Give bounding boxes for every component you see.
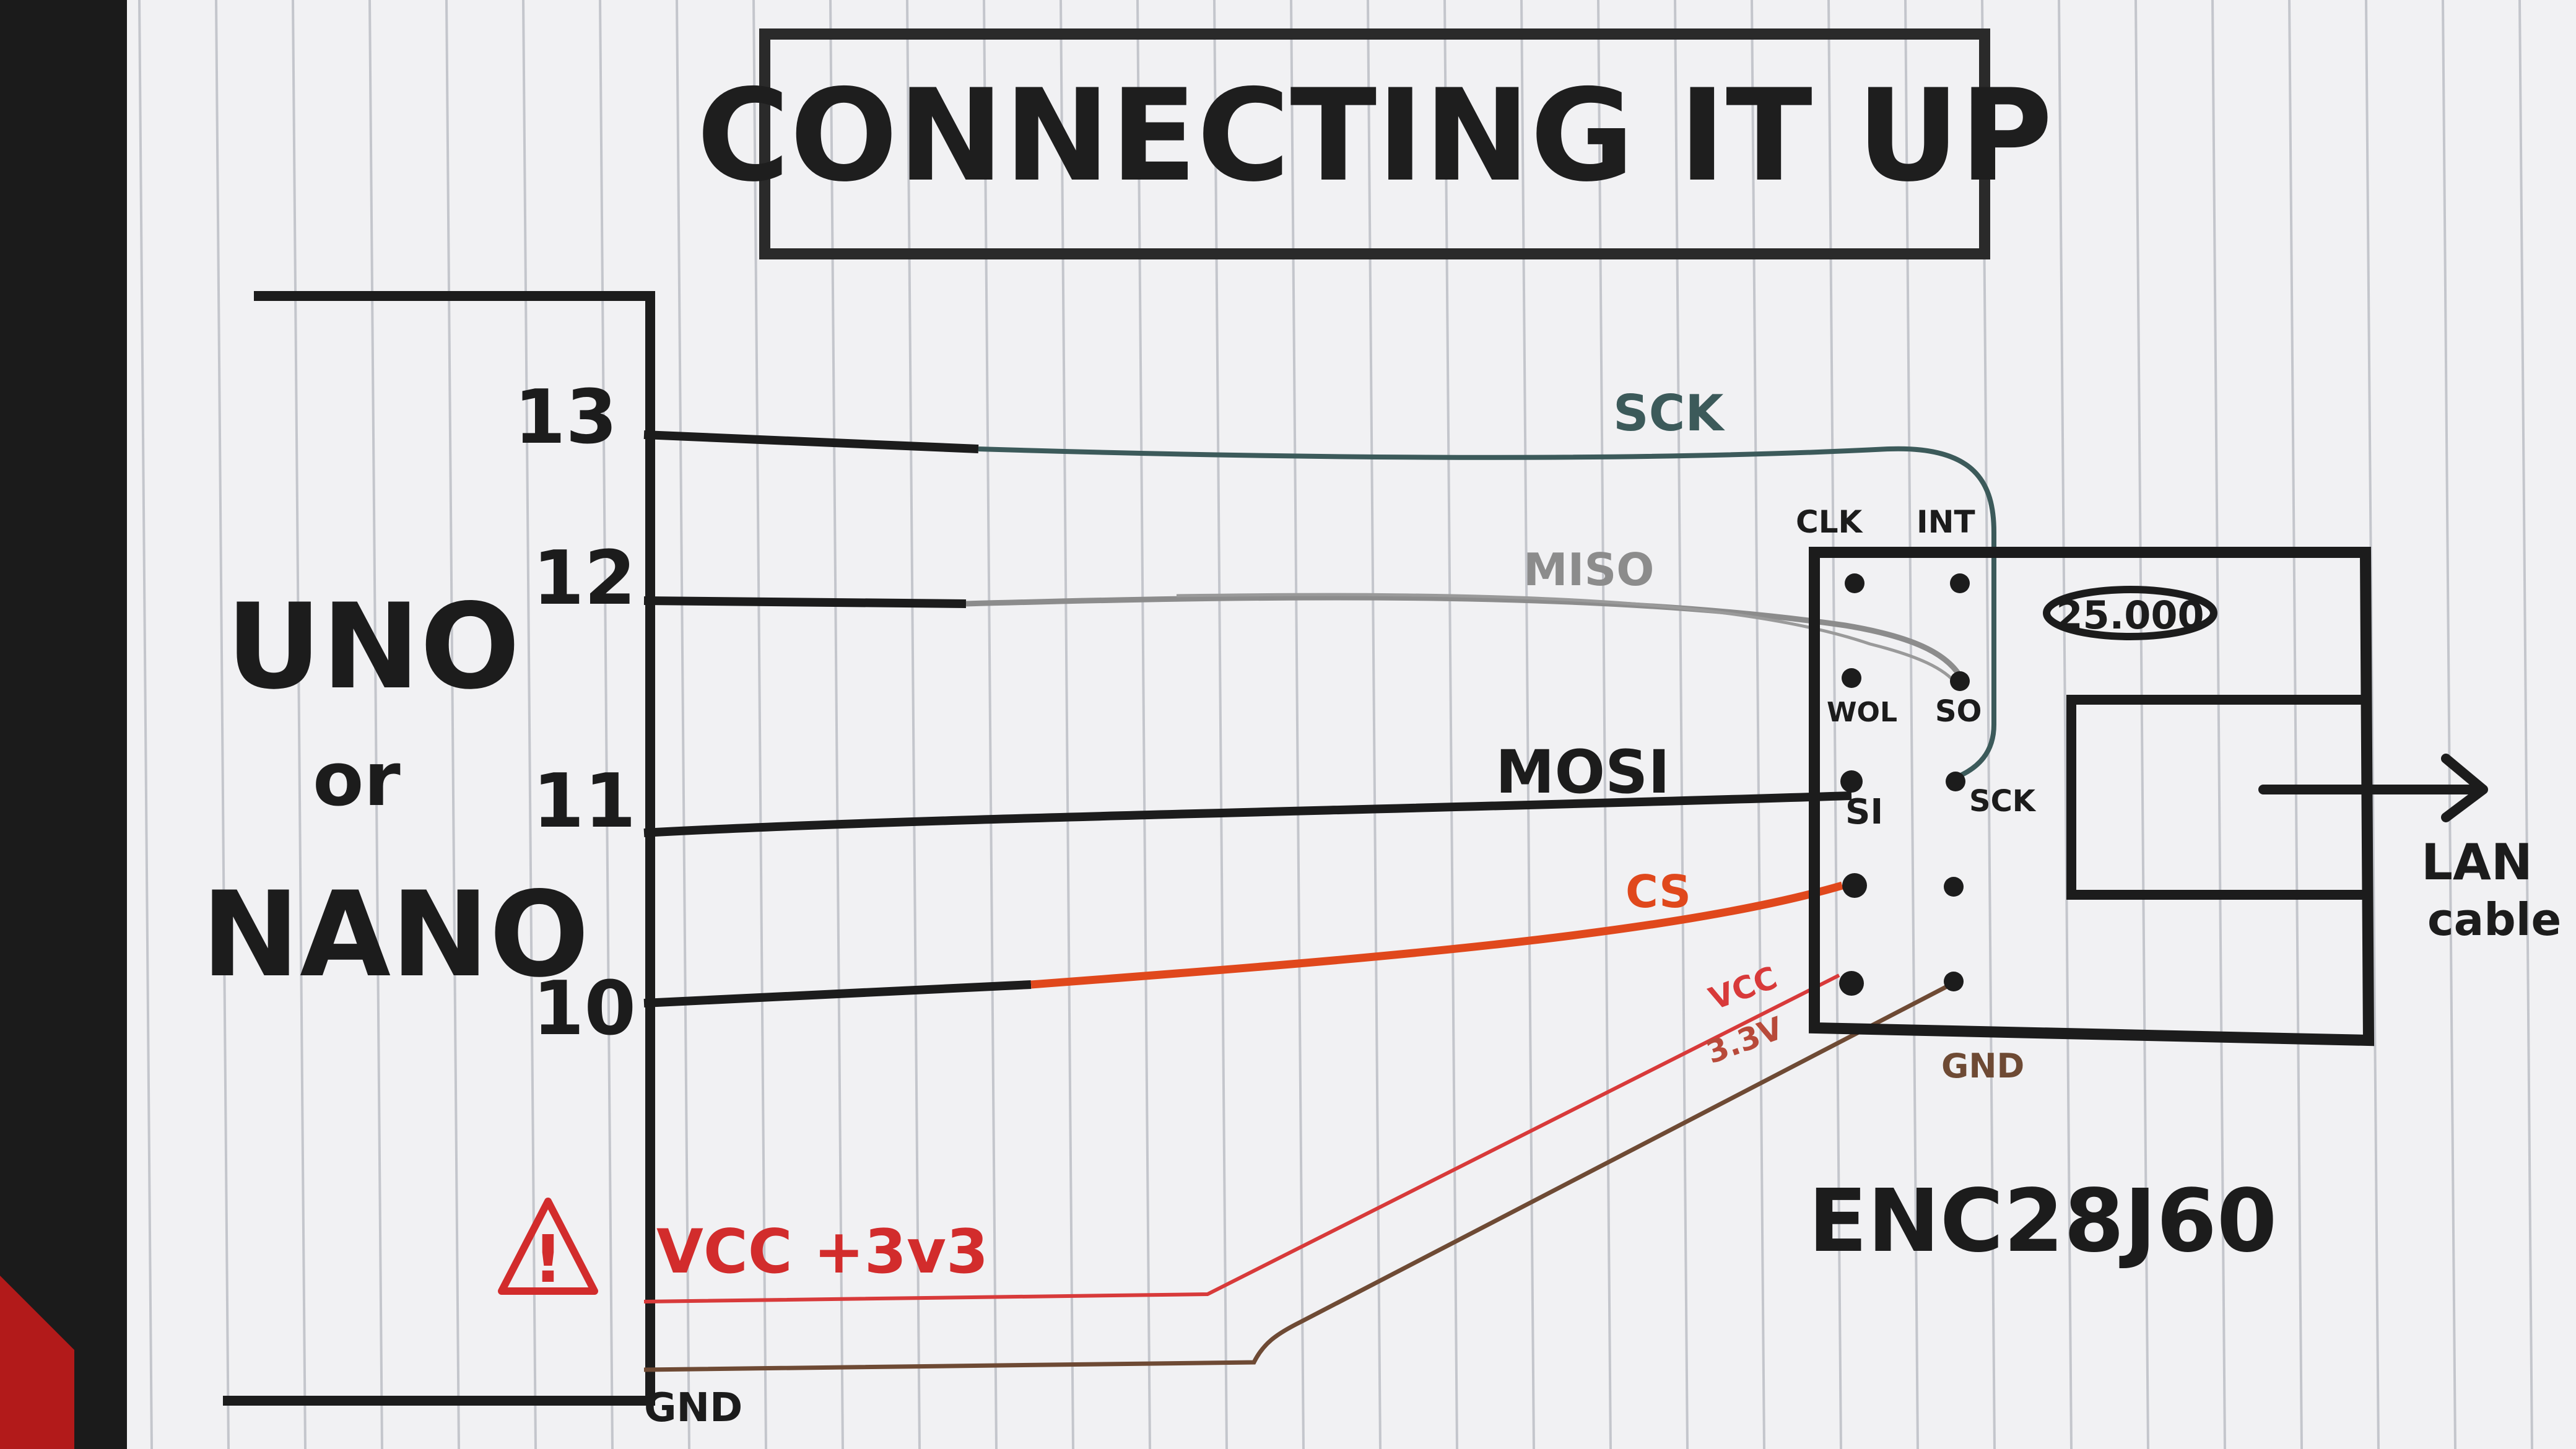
module-name: ENC28J60 xyxy=(1808,1171,2277,1272)
board-name-or: or xyxy=(313,737,401,823)
arduino-outline xyxy=(223,291,655,1406)
ruled-line xyxy=(1060,0,1074,1449)
ruled-line xyxy=(599,0,614,1449)
ruled-line xyxy=(1827,0,1842,1449)
ruled-line xyxy=(829,0,844,1449)
pin-label-10: 10 xyxy=(533,966,636,1052)
pin-dot xyxy=(1950,573,1970,593)
ruled-line xyxy=(2134,0,2149,1449)
ruled-line xyxy=(368,0,383,1449)
ruled-line xyxy=(292,0,307,1449)
warning-mark: ! xyxy=(533,1222,563,1297)
ruled-line xyxy=(752,0,767,1449)
ruled-line xyxy=(1904,0,1919,1449)
paper-sheet xyxy=(127,0,2576,1449)
ruled-line xyxy=(1213,0,1228,1449)
label-vcc-3v3: VCC +3v3 xyxy=(656,1217,988,1287)
label-mosi: MOSI xyxy=(1495,738,1670,807)
module-pin-so: SO xyxy=(1935,694,1982,729)
board-name-nano: NANO xyxy=(201,866,590,1003)
wire-miso-2 xyxy=(1176,593,1958,685)
ruled-line xyxy=(215,0,230,1449)
ruled-line xyxy=(1136,0,1151,1449)
wire-vcc xyxy=(643,973,1840,1303)
module-pin-int: INT xyxy=(1917,504,1975,540)
module-pin-si: SI xyxy=(1845,792,1883,832)
ruled-line xyxy=(2211,0,2226,1449)
module-pin-wol: WOL xyxy=(1827,697,1897,728)
wire-sck-black xyxy=(643,430,979,453)
ruled-line xyxy=(2518,0,2533,1449)
ruled-line xyxy=(2442,0,2456,1449)
ruled-line xyxy=(1520,0,1535,1449)
crystal-label: 25.000 xyxy=(2056,593,2204,638)
wire-cs-black xyxy=(643,980,1032,1007)
lan-arrow xyxy=(2258,754,2488,822)
pin-label-11: 11 xyxy=(533,759,636,845)
pin-dot xyxy=(1840,770,1863,793)
module-pin-clk: CLK xyxy=(1796,504,1864,540)
ruled-line xyxy=(1597,0,1612,1449)
title: CONNECTING IT UP xyxy=(697,63,2053,210)
wire-miso-black xyxy=(643,596,967,608)
wire-cs xyxy=(1030,881,1843,989)
pin-dot xyxy=(1944,877,1964,897)
cable-label: cable xyxy=(2427,894,2561,946)
wire-gnd xyxy=(643,982,1952,1372)
pin-dot xyxy=(1944,972,1964,991)
ruled-line xyxy=(1751,0,1765,1449)
red-cable-edge xyxy=(0,1276,74,1449)
warning-icon xyxy=(498,1198,598,1295)
wire-sck xyxy=(978,446,1996,780)
module-pin-dots xyxy=(1839,573,1970,996)
ruled-line xyxy=(1674,0,1689,1449)
pin-dot xyxy=(1842,873,1867,898)
pin-dot xyxy=(1950,671,1970,691)
lan-label: LAN xyxy=(2421,833,2533,891)
pin-label-13: 13 xyxy=(514,375,617,461)
ruled-line xyxy=(1290,0,1305,1449)
module-pin-gnd: GND xyxy=(1941,1046,2024,1086)
label-miso: MISO xyxy=(1523,544,1655,596)
label-sck: SCK xyxy=(1613,385,1725,442)
ruled-line xyxy=(983,0,998,1449)
title-box xyxy=(759,28,1990,259)
ruled-line xyxy=(2365,0,2380,1449)
ruled-line xyxy=(1443,0,1458,1449)
wire-mosi xyxy=(643,791,1852,837)
module-pin-sck: SCK xyxy=(1969,784,2037,819)
crystal-outline xyxy=(2043,586,2217,640)
ruled-line xyxy=(445,0,460,1449)
pin-label-12: 12 xyxy=(533,536,636,622)
ruled-line xyxy=(2288,0,2303,1449)
pin-dot xyxy=(1842,668,1861,688)
pin-dot xyxy=(1845,573,1865,593)
ruled-line xyxy=(522,0,537,1449)
label-gnd-arduino: GND xyxy=(644,1385,742,1431)
label-cs: CS xyxy=(1625,866,1691,918)
ruled-line xyxy=(2058,0,2073,1449)
module-outline xyxy=(1809,547,2375,1046)
ruled-line xyxy=(676,0,690,1449)
board-name-uno: UNO xyxy=(226,578,520,715)
pin-dot xyxy=(1839,971,1864,996)
ruled-line xyxy=(138,0,153,1449)
pin-dot xyxy=(1946,772,1965,791)
rj45-jack xyxy=(2066,695,2365,900)
ruled-line xyxy=(906,0,921,1449)
